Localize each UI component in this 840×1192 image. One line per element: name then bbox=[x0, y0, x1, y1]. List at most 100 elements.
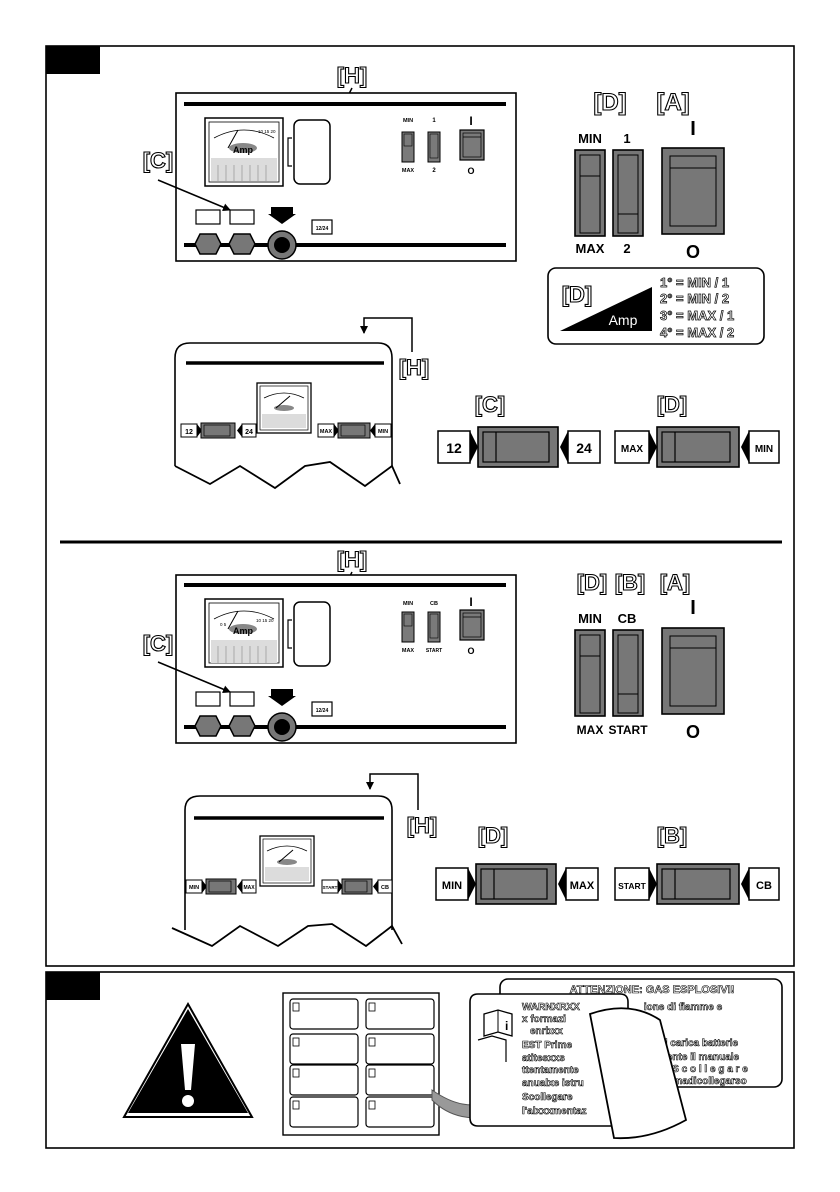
selector-c-1: [C] 12 24 bbox=[437, 391, 601, 468]
manual-info-icon: i bbox=[483, 1009, 513, 1037]
back-panel-1: 12 24 MAX MIN [H] bbox=[174, 317, 430, 490]
label-d-1: [D] bbox=[593, 89, 626, 116]
detail-on-2: I bbox=[690, 597, 696, 619]
amp-ramp bbox=[560, 287, 652, 331]
warning-line-2: il carica batterie bbox=[662, 1038, 739, 1049]
sw-cb-label-2: CB bbox=[430, 601, 438, 607]
sticker-line-8: Scollegare bbox=[522, 1092, 573, 1103]
main-off-label-1: O bbox=[467, 166, 474, 176]
switch-detail-1: [D] [A] MIN MAX 1 2 I O bbox=[574, 88, 725, 262]
sticker-line-1: WARNXRXX bbox=[522, 1002, 580, 1013]
selector-b-2: [B] START CB bbox=[614, 822, 780, 905]
back2-selector-d[interactable] bbox=[205, 878, 237, 895]
main-switch-1[interactable] bbox=[459, 129, 485, 161]
timer-window-2 bbox=[293, 601, 331, 667]
detail-cb-2: CB bbox=[618, 611, 637, 626]
section-tab-1 bbox=[46, 46, 100, 74]
main-on-label-2: I bbox=[469, 595, 472, 609]
switch-d-1[interactable] bbox=[401, 131, 415, 163]
back1-left-a: 12 bbox=[185, 429, 193, 436]
back1-right-b: MIN bbox=[378, 429, 388, 435]
detail-min-2: MIN bbox=[578, 611, 602, 626]
section-tab-2 bbox=[46, 972, 100, 1000]
detail-max-1: MAX bbox=[576, 241, 605, 256]
detail-on-1: I bbox=[690, 118, 696, 140]
label-sheet bbox=[282, 992, 440, 1136]
svg-text:10 15 20: 10 15 20 bbox=[258, 129, 276, 134]
sticker-line-2: x formazi bbox=[522, 1014, 566, 1025]
sel-d-left-2: MIN bbox=[442, 880, 462, 892]
sw-min-label-1: MIN bbox=[403, 118, 413, 124]
switch-1-2-1[interactable] bbox=[427, 131, 441, 163]
warning-line-4: S c o l l e g a r e bbox=[672, 1064, 748, 1075]
back1-selector-c[interactable] bbox=[200, 422, 236, 439]
label-b-2: [B] bbox=[615, 570, 646, 595]
label-h-back-1: [H] bbox=[399, 355, 430, 380]
selector-d-1: [D] MAX MIN bbox=[614, 391, 780, 468]
amp-row-4: 4° = MAX / 2 bbox=[660, 325, 734, 340]
amp-row-2: 2° = MIN / 2 bbox=[660, 291, 729, 306]
amp-label-2: Amp bbox=[233, 626, 254, 636]
sticker-line-7: anualxe istru bbox=[522, 1078, 584, 1089]
sel-d-right-2: MAX bbox=[570, 880, 595, 892]
switch-detail-2: [D] [B] [A] MIN MAX CB START I O bbox=[574, 569, 725, 742]
amp-label-1: Amp bbox=[233, 145, 254, 155]
back-meter-1 bbox=[256, 382, 312, 434]
main-frame bbox=[45, 45, 795, 967]
selector-b-switch-2[interactable] bbox=[656, 863, 740, 905]
label-a-2: [A] bbox=[660, 570, 691, 595]
sw-start-label-2: START bbox=[426, 648, 442, 654]
front-panel-2: [H] 0 5 10 15 20 Amp MIN MAX CB START bbox=[142, 546, 517, 744]
warning-triangle-icon bbox=[122, 1001, 254, 1118]
sw-2-label-1: 2 bbox=[432, 168, 436, 174]
label-c-1: [C] bbox=[143, 148, 174, 173]
arrow-c-2 bbox=[157, 661, 231, 693]
label-c-2: [C] bbox=[143, 631, 174, 656]
sel-b-left-2: START bbox=[618, 881, 647, 891]
detail-off-1: O bbox=[686, 242, 700, 262]
switch-b-2[interactable] bbox=[427, 611, 441, 643]
label-c-sel-1: [C] bbox=[475, 392, 506, 417]
svg-text:i: i bbox=[505, 1019, 508, 1033]
sel-c-right-1: 24 bbox=[576, 440, 592, 456]
main-switch-2[interactable] bbox=[459, 609, 485, 641]
selector-d-switch-2[interactable] bbox=[475, 863, 557, 905]
selector-d-switch-1[interactable] bbox=[656, 426, 740, 468]
ammeter-1: 10 15 20 Amp bbox=[204, 117, 284, 187]
battery-tag-2: 12/24 bbox=[316, 708, 329, 714]
bottom-frame bbox=[45, 971, 795, 1149]
sticker-card: i WARNXRXX x formazi enrbxx EST Prime at… bbox=[469, 993, 629, 1127]
ammeter-2: 0 5 10 15 20 Amp bbox=[204, 598, 284, 668]
back-meter-2 bbox=[259, 835, 315, 887]
label-d-2: [D] bbox=[577, 570, 608, 595]
sticker-line-6: ttentamente bbox=[522, 1065, 579, 1076]
sel-b-right-2: CB bbox=[756, 880, 772, 892]
label-h-2: [H] bbox=[337, 547, 368, 572]
switch-d-2[interactable] bbox=[401, 611, 415, 643]
main-off-label-2: O bbox=[467, 646, 474, 656]
peel-flap bbox=[588, 1007, 688, 1140]
sw-min-label-2: MIN bbox=[403, 601, 413, 607]
sel-d-left-1: MAX bbox=[621, 444, 644, 455]
warning-line-3: ente il manuale bbox=[667, 1052, 740, 1063]
sticker-line-5: atitesxxs bbox=[522, 1053, 565, 1064]
amp-ramp-label: Amp bbox=[609, 312, 638, 328]
back1-right-a: MAX bbox=[320, 429, 333, 435]
detail-main-switch-2[interactable] bbox=[661, 627, 725, 715]
sw-max-label-2: MAX bbox=[402, 648, 415, 654]
label-d-sel-1: [D] bbox=[657, 392, 688, 417]
detail-min-1: MIN bbox=[578, 131, 602, 146]
back2-right-b: CB bbox=[381, 885, 389, 891]
back2-selector-b[interactable] bbox=[341, 878, 373, 895]
front-panel-1: [H] 10 15 20 Amp MIN MAX 1 2 bbox=[142, 62, 517, 262]
detail-two-1: 2 bbox=[623, 241, 630, 256]
amp-row-3: 3° = MAX / 1 bbox=[660, 308, 734, 323]
arrow-h-back-1 bbox=[360, 317, 413, 352]
arrow-h-back-2 bbox=[366, 773, 419, 810]
label-b-sel-2: [B] bbox=[657, 823, 688, 848]
selector-c-switch-1[interactable] bbox=[477, 426, 559, 468]
back-panel-2: MIN MAX START CB [H] bbox=[171, 773, 438, 948]
detail-main-switch-1[interactable] bbox=[661, 147, 725, 235]
terminals-2: 12/24 bbox=[194, 689, 333, 742]
